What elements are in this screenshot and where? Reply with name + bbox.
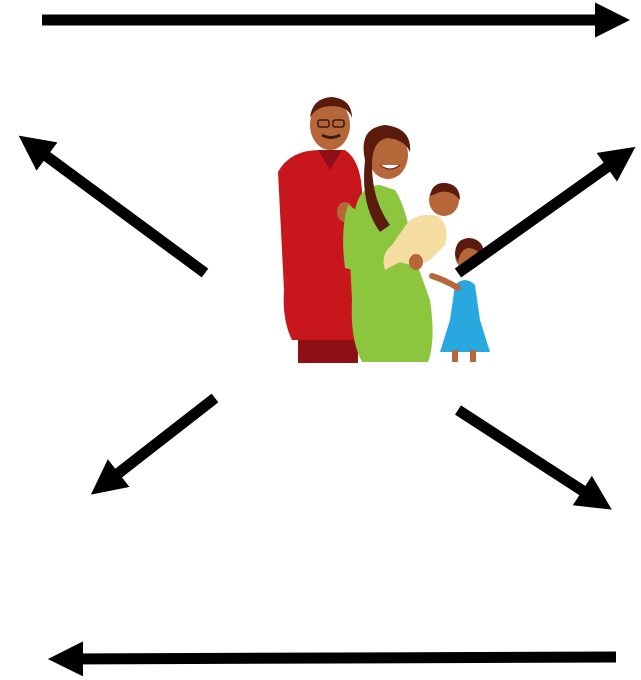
arrow-lower-right [458, 410, 600, 502]
arrow-upper-left [30, 144, 205, 273]
arrow-lower-left [102, 398, 215, 486]
arrow-upper-right [458, 155, 624, 273]
arrow-bottom-left [62, 657, 616, 659]
family-illustration [278, 97, 490, 363]
